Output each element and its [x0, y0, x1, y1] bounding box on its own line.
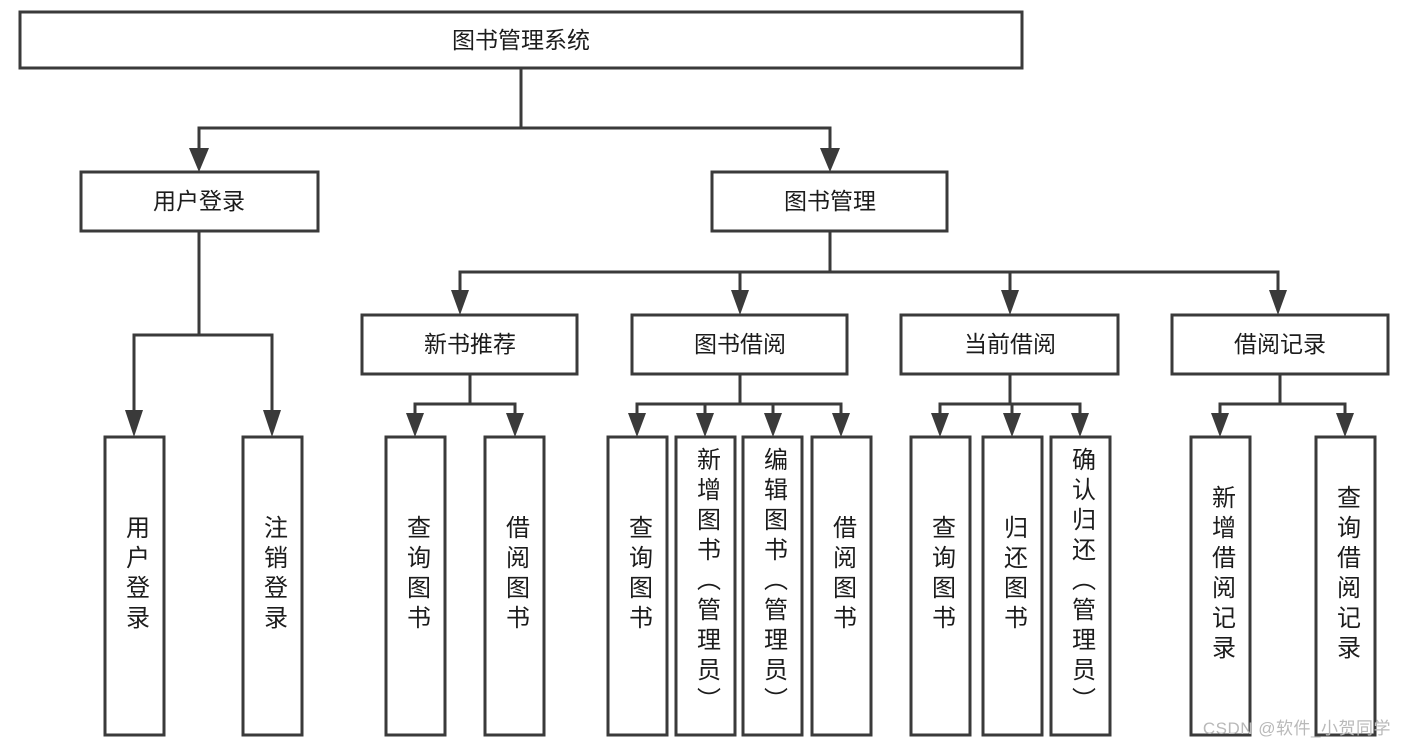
arrow-borrow-leaf-1 [628, 413, 646, 437]
arrow-current-leaf-2 [1003, 413, 1021, 437]
leaf-records-1-box[interactable] [1189, 435, 1252, 737]
arrow-new-books-leaf-1 [406, 413, 424, 437]
leaf-borrow-3-box[interactable] [741, 435, 804, 737]
node-borrow-label: 图书借阅 [694, 331, 786, 357]
arrow-user-login-leaf-1 [125, 410, 143, 437]
node-records-box[interactable] [1170, 313, 1390, 376]
leaf-borrow-4-box[interactable] [810, 435, 873, 737]
node-root-label: 图书管理系统 [452, 27, 590, 53]
arrow-current-leaf-3 [1071, 413, 1089, 437]
node-current-label: 当前借阅 [964, 331, 1056, 357]
connector-layer [125, 66, 1354, 437]
node-new-books-label: 新书推荐 [424, 331, 516, 357]
node-user-login-box[interactable] [79, 170, 320, 233]
arrow-root-to-book-mgmt [820, 148, 840, 172]
node-records-label: 借阅记录 [1234, 331, 1326, 357]
node-borrow-box[interactable] [630, 313, 849, 376]
arrow-current-leaf-1 [931, 413, 949, 437]
arrow-records-leaf-2 [1336, 413, 1354, 437]
arrow-root-to-user-login [189, 148, 209, 172]
node-root-box[interactable] [18, 10, 1024, 70]
arrow-borrow-leaf-2 [696, 413, 714, 437]
arrow-to-new-books [451, 290, 469, 315]
watermark-text: CSDN @软件_小贺同学 [1202, 719, 1391, 738]
node-current-box[interactable] [899, 313, 1120, 376]
arrow-records-leaf-1 [1211, 413, 1229, 437]
leaf-user-login-1-box[interactable] [103, 435, 166, 737]
leaf-user-login-2-box[interactable] [241, 435, 304, 737]
arrow-to-current [1001, 290, 1019, 315]
arrow-borrow-leaf-3 [764, 413, 782, 437]
arrow-borrow-leaf-4 [832, 413, 850, 437]
node-new-books-box[interactable] [360, 313, 579, 376]
node-user-login-label: 用户登录 [153, 188, 245, 214]
node-layer: 图书管理系统 用户登录 图书管理 新书推荐 图书借阅 当前借阅 借阅记录 [18, 10, 1390, 737]
leaf-current-2-box[interactable] [981, 435, 1044, 737]
node-book-mgmt-label: 图书管理 [784, 188, 876, 214]
leaf-new-books-1-box[interactable] [384, 435, 447, 737]
arrow-new-books-leaf-2 [506, 413, 524, 437]
arrow-to-borrow [731, 290, 749, 315]
leaf-new-books-2-box[interactable] [483, 435, 546, 737]
arrow-to-records [1269, 290, 1287, 315]
leaf-borrow-2-box[interactable] [674, 435, 737, 737]
node-book-mgmt-box[interactable] [710, 170, 949, 233]
leaf-records-2-box[interactable] [1314, 435, 1377, 737]
leaf-borrow-1-box[interactable] [606, 435, 669, 737]
leaf-current-1-box[interactable] [909, 435, 972, 737]
leaf-current-3-box[interactable] [1049, 435, 1112, 737]
arrow-user-login-leaf-2 [263, 410, 281, 437]
